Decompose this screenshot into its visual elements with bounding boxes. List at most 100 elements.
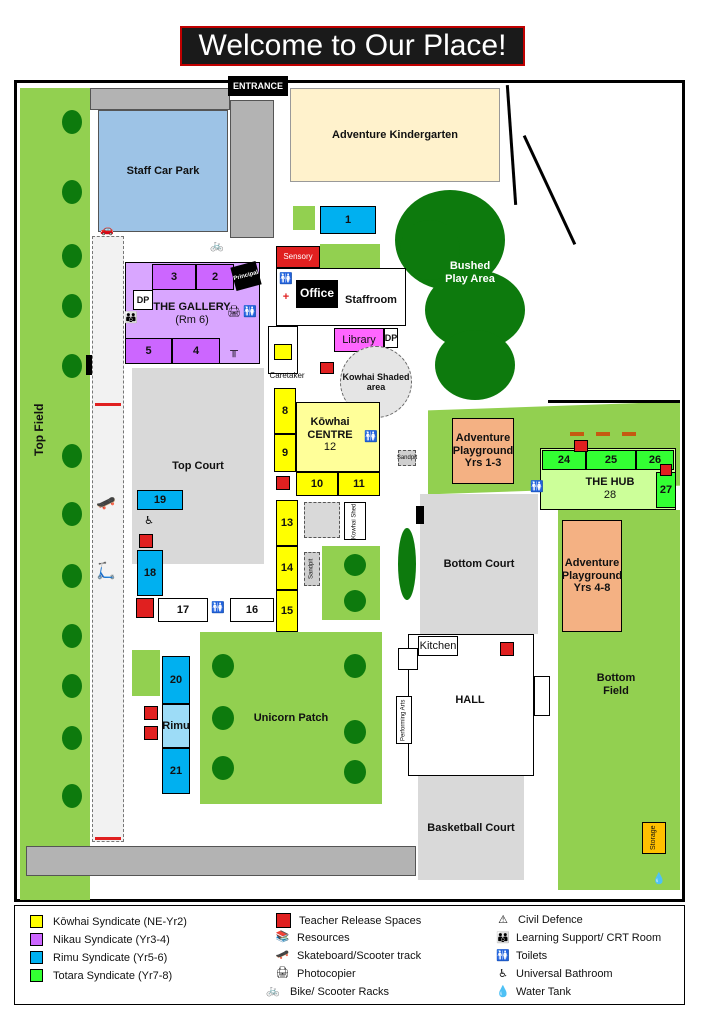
kowhai-centre: Kōwhai CENTRE 12 (300, 410, 360, 460)
the-gallery-label: THE GALLERY (153, 301, 231, 314)
page-title: Welcome to Our Place! (180, 26, 525, 66)
legend-box (14, 905, 685, 1005)
grass-patch-1 (293, 206, 315, 230)
the-hub-label: THE HUB (585, 476, 635, 489)
room-16: 16 (230, 598, 274, 622)
toilets-icon-5: 🚻 (211, 601, 225, 614)
room-19: 19 (137, 490, 183, 510)
room-28: 28 (603, 489, 617, 501)
legend-kowhai-label: Kōwhai Syndicate (NE-Yr2) (53, 915, 187, 928)
room-11: 11 (338, 472, 380, 496)
dp-office: DP (133, 290, 153, 310)
hall-side (534, 676, 550, 716)
storage: Storage (642, 822, 666, 854)
room-18: 18 (137, 550, 163, 596)
teacher-release-space-18 (139, 534, 153, 548)
tree-field-3 (62, 244, 82, 268)
fence-line-hub (548, 400, 680, 403)
tree-mid-2 (344, 590, 366, 612)
toilets-icon-3: 🚻 (364, 430, 378, 443)
sensory-room: Sensory (276, 246, 320, 268)
caretaker: Caretaker (269, 371, 305, 381)
legend-universal-bathroom-label: Universal Bathroom (516, 968, 613, 980)
barrier-2 (95, 837, 121, 840)
tree-field-4 (62, 294, 82, 318)
teacher-release-space-hall (500, 642, 514, 656)
teacher-release-space-hub2 (660, 464, 672, 476)
tree-field-8 (62, 564, 82, 588)
teacher-release-icon (276, 913, 291, 928)
legend-resources-label: Resources (297, 931, 350, 944)
bench-1 (570, 432, 584, 436)
legend-toilets: 🚻 Toilets (496, 949, 547, 963)
bottom-road (26, 846, 416, 876)
tree-field-2 (62, 180, 82, 204)
legend-water-tank: 💧 Water Tank (496, 985, 571, 999)
adventure-playground-1-3: Adventure Playground Yrs 1-3 (452, 418, 514, 484)
bench-2 (596, 432, 610, 436)
room-1: 1 (320, 206, 376, 234)
legend-kowhai-swatch (30, 915, 43, 928)
room-12: 12 (323, 441, 337, 454)
legend-bike: 🚲 Bike/ Scooter Racks (262, 985, 389, 998)
picnic-table-icon: ╥ (230, 344, 238, 357)
legend-nikau-label: Nikau Syndicate (Yr3-4) (53, 933, 170, 946)
photocopier-icon: 🖨 (275, 967, 290, 979)
toilets-icon-4: 🚻 (530, 480, 544, 493)
tree-field-1 (62, 110, 82, 134)
bush-tree-4 (400, 220, 460, 280)
photocopier-icon: 🖨 (227, 305, 241, 318)
legend-photocopier-label: Photocopier (297, 967, 356, 980)
tree-bottom-court (398, 528, 416, 600)
water-tank-icon: 💧 (496, 985, 510, 998)
tree-unicorn-5 (344, 760, 366, 784)
universal-bathroom-icon: ♿ (498, 967, 508, 980)
tree-field-7 (62, 502, 82, 526)
legend-rimu: Rimu Syndicate (Yr5-6) (30, 951, 167, 964)
first-aid-icon: + (282, 290, 290, 303)
tree-unicorn-6 (212, 706, 234, 730)
sandpit-2: Sandpit (304, 552, 320, 586)
office-block (276, 268, 406, 326)
resources-icon: 📚 (275, 931, 290, 943)
room-17: 17 (158, 598, 208, 622)
teacher-release-space-17 (136, 598, 154, 618)
toilets-icon: 🚻 (496, 949, 510, 962)
rimu-room: Rimu (162, 704, 190, 748)
legend-rimu-swatch (30, 951, 43, 964)
top-field (20, 88, 90, 900)
the-gallery: THE GALLERY (Rm 6) (152, 296, 232, 332)
tree-field-5 (62, 354, 82, 378)
kowhai-centre-block (296, 402, 380, 472)
legend-nikau: Nikau Syndicate (Yr3-4) (30, 933, 170, 946)
top-road (90, 88, 230, 110)
kitchen-label-box: Kitchen (418, 636, 458, 656)
gate-post-2 (416, 506, 424, 524)
sandpit-area (304, 502, 340, 538)
hall: HALL (455, 693, 485, 706)
legend-water-tank-label: Water Tank (516, 986, 572, 998)
room-15: 15 (276, 590, 298, 632)
gate-post (86, 355, 92, 375)
grass-patch-rimu (132, 650, 160, 696)
bush-tree-3 (435, 330, 515, 400)
legend-skateboard: 🛹 Skateboard/Scooter track (276, 949, 421, 962)
rm6-label: (Rm 6) (175, 314, 209, 326)
legend-kowhai: Kōwhai Syndicate (NE-Yr2) (30, 915, 187, 928)
barrier-1 (95, 403, 121, 406)
room-2: 2 (196, 264, 234, 290)
path-road (92, 236, 124, 842)
teacher-release-space-kc2 (320, 362, 334, 374)
room-9: 9 (274, 434, 296, 472)
bushed-play-area: Bushed Play Area (445, 259, 495, 285)
legend-universal-bathroom: ♿ Universal Bathroom (496, 967, 613, 981)
room-21: 21 (162, 748, 190, 794)
tree-field-10 (62, 674, 82, 698)
map-boundary (14, 80, 685, 902)
room-4: 4 (172, 338, 220, 364)
civil-defence-icon: ⚠ (498, 913, 508, 926)
adventure-kindergarten: Adventure Kindergarten (290, 88, 500, 182)
basketball-court: Basketball Court (418, 776, 524, 880)
legend-totara: Totara Syndicate (Yr7-8) (30, 969, 172, 982)
top-court: Top Court (132, 368, 264, 564)
